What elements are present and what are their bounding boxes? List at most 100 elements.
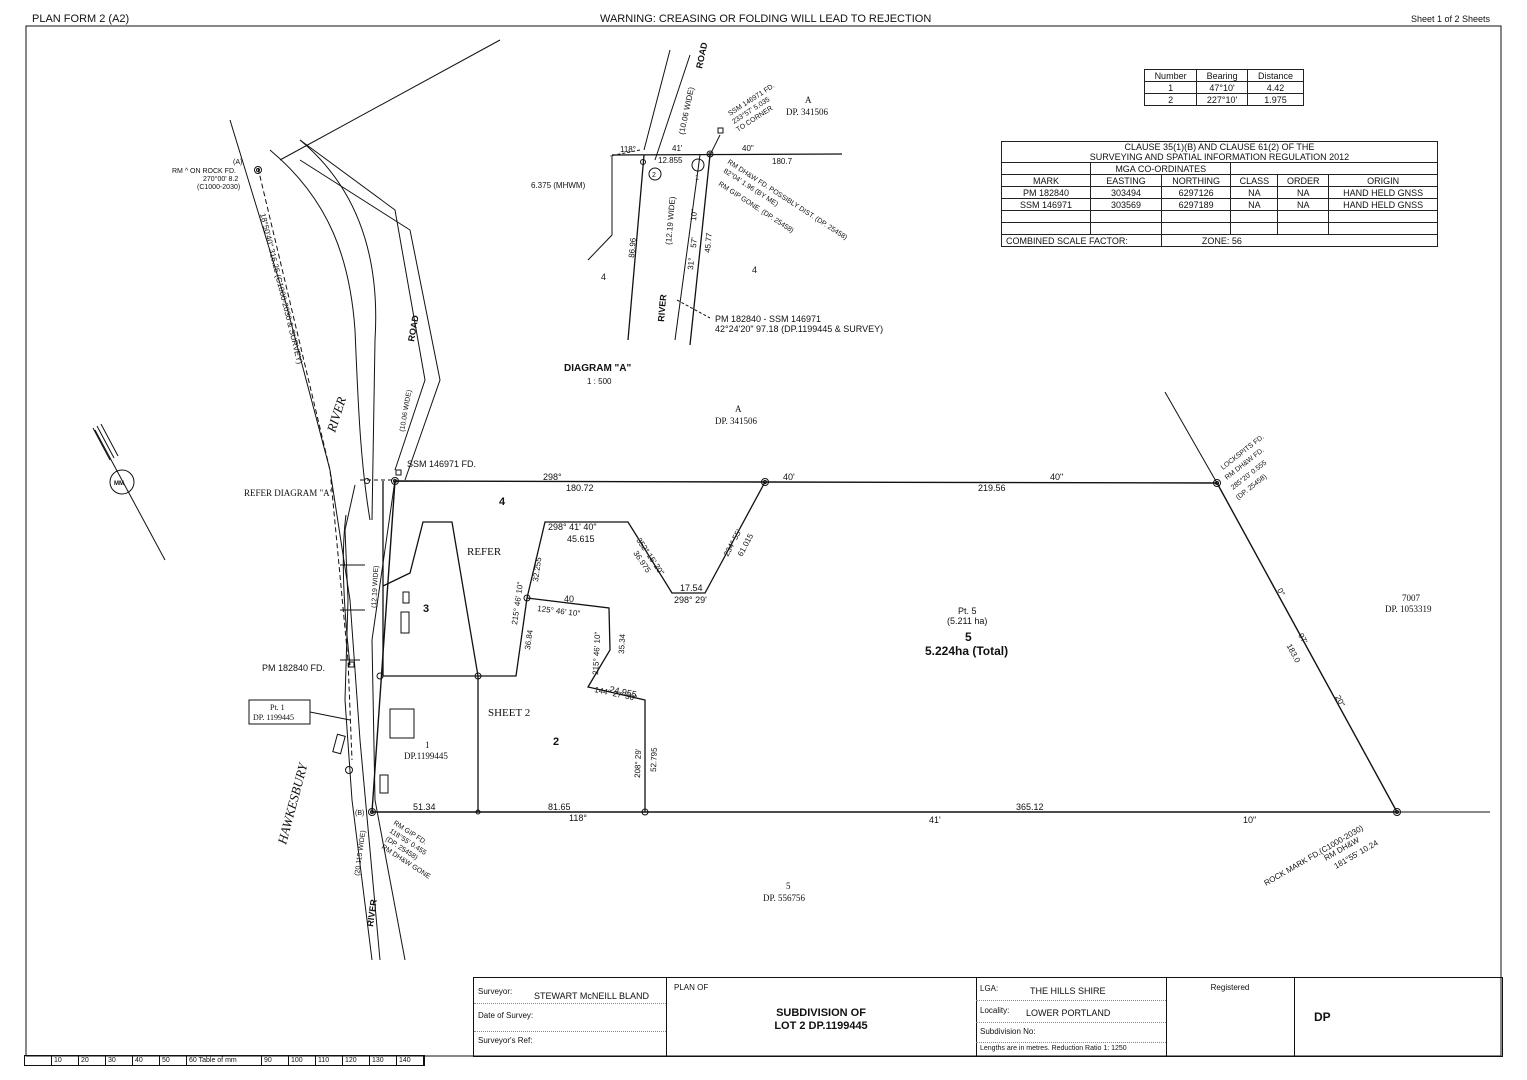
svg-text:(10.06 WIDE): (10.06 WIDE) xyxy=(399,389,413,432)
svg-text:(B): (B) xyxy=(355,810,364,817)
svg-text:219.56: 219.56 xyxy=(978,483,1006,493)
registered-cell: Registered xyxy=(1166,978,1295,1056)
svg-text:2: 2 xyxy=(652,172,656,179)
plan-title-2: LOT 2 DP.1199445 xyxy=(774,1020,868,1032)
svg-text:208° 29': 208° 29' xyxy=(633,748,643,778)
svg-text:45.77: 45.77 xyxy=(703,232,714,253)
svg-text:118°: 118° xyxy=(569,813,587,823)
svg-text:118°: 118° xyxy=(620,145,636,154)
svg-text:1: 1 xyxy=(425,740,430,750)
svg-text:41': 41' xyxy=(672,144,683,153)
svg-text:ROAD: ROAD xyxy=(406,314,421,342)
svg-text:86.96: 86.96 xyxy=(627,237,638,258)
svg-text:180.7: 180.7 xyxy=(772,157,793,166)
title-block: Surveyor: STEWART McNEILL BLAND Date of … xyxy=(473,977,1503,1057)
warning-text: WARNING: CREASING OR FOLDING WILL LEAD T… xyxy=(600,13,932,25)
svg-text:298° 29': 298° 29' xyxy=(674,595,707,605)
svg-text:RIVER: RIVER xyxy=(365,898,379,927)
svg-text:4: 4 xyxy=(752,265,757,275)
svg-text:3: 3 xyxy=(423,603,429,615)
svg-text:07': 07' xyxy=(1296,632,1309,646)
lot-5-area: 5.224ha (Total) xyxy=(925,644,1008,658)
svg-text:31°: 31° xyxy=(686,257,696,270)
svg-text:SSM 146971 FD.: SSM 146971 FD. xyxy=(407,459,476,469)
svg-text:40": 40" xyxy=(1050,472,1063,482)
svg-text:(12.19 WIDE): (12.19 WIDE) xyxy=(664,196,677,245)
lga-value: THE HILLS SHIRE xyxy=(1030,986,1106,996)
svg-text:298°: 298° xyxy=(543,472,562,482)
svg-text:DP.1199445: DP.1199445 xyxy=(404,751,448,761)
svg-text:RIVER: RIVER xyxy=(656,293,668,322)
svg-text:183.0: 183.0 xyxy=(1285,642,1303,664)
svg-text:DP. 1053319: DP. 1053319 xyxy=(1385,604,1432,614)
svg-text:(C1000-2030): (C1000-2030) xyxy=(197,184,240,191)
plan-of-cell: PLAN OF SUBDIVISION OF LOT 2 DP.1199445 xyxy=(666,978,977,1056)
svg-text:4: 4 xyxy=(499,496,506,508)
diagram-a-title: DIAGRAM "A" xyxy=(564,363,632,374)
svg-text:52.795: 52.795 xyxy=(649,747,659,772)
svg-text:45.615: 45.615 xyxy=(567,534,595,544)
svg-text:57': 57' xyxy=(689,237,699,249)
svg-text:REFER: REFER xyxy=(467,546,502,558)
svg-text:SHEET 2: SHEET 2 xyxy=(488,707,530,719)
svg-text:DP. 556756: DP. 556756 xyxy=(763,893,806,903)
svg-text:DP. 1199445: DP. 1199445 xyxy=(253,713,294,722)
table-row: 1 47°10' 4.42 xyxy=(1143,81,1304,94)
svg-text:A: A xyxy=(735,404,742,414)
svg-text:5: 5 xyxy=(786,881,791,891)
svg-text:2: 2 xyxy=(553,736,559,748)
svg-text:40': 40' xyxy=(783,472,795,482)
road-edge-2 xyxy=(299,139,426,471)
svg-text:42°24'20" 97.18 (DP.1199445 &: 42°24'20" 97.18 (DP.1199445 & SURVEY) xyxy=(715,324,883,334)
svg-text:40: 40 xyxy=(564,594,574,604)
svg-text:36.84: 36.84 xyxy=(523,629,535,651)
svg-text:32.255: 32.255 xyxy=(531,556,543,582)
road-edge-1 xyxy=(269,149,371,521)
locality-value: LOWER PORTLAND xyxy=(1026,1008,1111,1018)
svg-text:PM 182840 FD.: PM 182840 FD. xyxy=(262,663,325,673)
svg-text:51.34: 51.34 xyxy=(413,802,436,812)
svg-text:DP. 341506: DP. 341506 xyxy=(786,107,829,117)
svg-text:RM ^ ON ROCK FD.: RM ^ ON ROCK FD. xyxy=(172,168,236,175)
plan-title-1: SUBDIVISION OF xyxy=(776,1007,866,1019)
svg-text:(12.19 WIDE): (12.19 WIDE) xyxy=(371,565,380,608)
table-row: 2 227°10' 1.975 xyxy=(1143,93,1304,106)
svg-text:(A): (A) xyxy=(233,159,242,166)
svg-text:5: 5 xyxy=(965,630,972,644)
river-bank-line xyxy=(229,119,381,961)
svg-text:41': 41' xyxy=(929,815,941,825)
svg-text:1: 1 xyxy=(695,175,699,182)
svg-text:0°: 0° xyxy=(1275,587,1287,598)
svg-text:81.65: 81.65 xyxy=(548,802,571,812)
svg-text:(20.115 WIDE): (20.115 WIDE) xyxy=(354,830,367,876)
svg-text:1 : 500: 1 : 500 xyxy=(587,377,612,386)
svg-text:DP. 341506: DP. 341506 xyxy=(715,416,758,426)
dp-label: DP xyxy=(1314,1010,1331,1024)
svg-text:270°00' 8.2: 270°00' 8.2 xyxy=(203,175,238,183)
table-row: PM 182840 303494 6297126 NA NA HAND HELD… xyxy=(1000,186,1438,199)
svg-text:Pt. 1: Pt. 1 xyxy=(270,703,285,712)
svg-text:17.54: 17.54 xyxy=(680,583,703,593)
svg-text:365.12: 365.12 xyxy=(1016,802,1044,812)
diagram-road-label: ROAD xyxy=(694,41,709,69)
svg-text:20": 20" xyxy=(1333,694,1347,709)
svg-text:HAWKESBURY: HAWKESBURY xyxy=(274,760,311,847)
svg-text:A: A xyxy=(805,95,812,105)
mm-scale-bar: 10 20 30 40 50 60 Table of mm 90 100 110… xyxy=(24,1055,425,1066)
surveyor-name: STEWART McNEILL BLAND xyxy=(534,991,650,1001)
svg-text:(5.211 ha): (5.211 ha) xyxy=(947,616,987,626)
svg-text:10": 10" xyxy=(689,209,699,222)
diagram-road-width: (10.06 WIDE) xyxy=(677,86,696,136)
svg-text:215° 46' 10": 215° 46' 10" xyxy=(510,581,525,625)
svg-text:298° 41' 40": 298° 41' 40" xyxy=(548,522,597,532)
svg-text:215° 46' 10": 215° 46' 10" xyxy=(591,631,602,675)
plan-form-label: PLAN FORM 2 (A2) xyxy=(32,13,130,25)
svg-text:12.855: 12.855 xyxy=(658,156,683,165)
svg-text:4: 4 xyxy=(601,272,606,282)
lga-cell: LGA: THE HILLS SHIRE Locality: LOWER POR… xyxy=(976,978,1167,1056)
svg-text:7007: 7007 xyxy=(1402,593,1421,603)
svg-text:Pt. 5: Pt. 5 xyxy=(958,606,977,616)
north-point-icon: MM xyxy=(114,481,124,487)
